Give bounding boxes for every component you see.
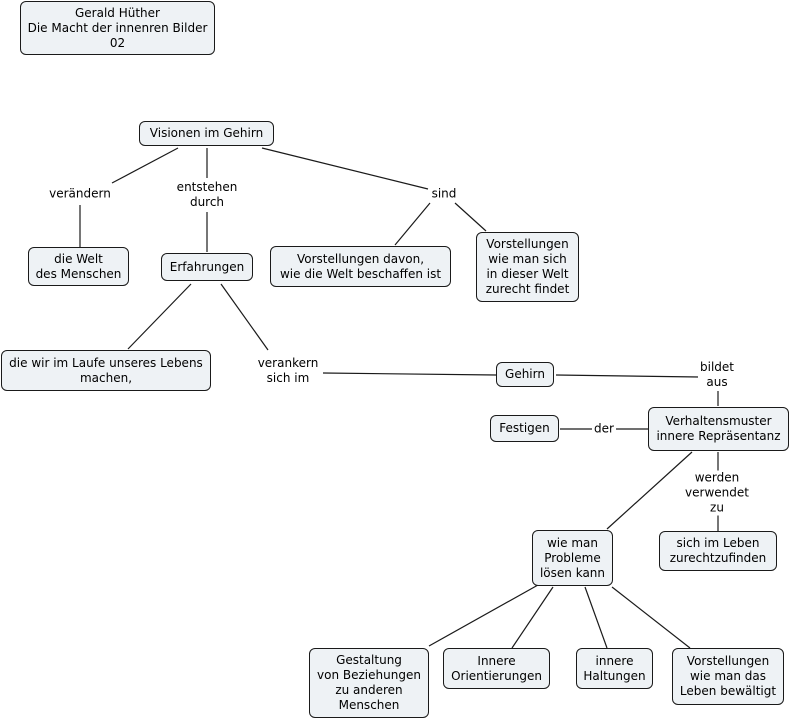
node-verhaltensmuster: Verhaltensmuster innere Repräsentanz bbox=[648, 407, 789, 451]
line-verankern-gehirn bbox=[322, 372, 497, 376]
line-sind-vorstellungen-welt bbox=[394, 202, 431, 246]
node-innere-orientierungen: Innere Orientierungen bbox=[443, 648, 550, 689]
node-festigen: Festigen bbox=[490, 415, 559, 442]
link-label-werden-verwendet: werden verwendet zu bbox=[680, 470, 754, 516]
line-sind-vorstellungen-zurecht bbox=[454, 202, 487, 232]
line-gehirn-bildet bbox=[555, 374, 700, 378]
link-label-veraendern: verändern bbox=[47, 186, 113, 202]
node-erfahrungen: Erfahrungen bbox=[161, 253, 253, 281]
map-title-node: Gerald Hüther Die Macht der innenren Bil… bbox=[20, 1, 215, 55]
node-vorstellungen-zurecht: Vorstellungen wie man sich in dieser Wel… bbox=[476, 232, 579, 302]
node-gestaltung-beziehungen: Gestaltung von Beziehungen zu anderen Me… bbox=[309, 648, 429, 718]
link-label-der: der bbox=[592, 421, 616, 437]
node-probleme-loesen: wie man Probleme lösen kann bbox=[532, 530, 613, 586]
line-probleme-gestaltung bbox=[428, 584, 539, 647]
node-innere-haltungen: innere Haltungen bbox=[576, 648, 653, 689]
node-zurechtzufinden: sich im Leben zurechtzufinden bbox=[659, 531, 777, 571]
line-probleme-orientierungen bbox=[511, 586, 554, 649]
line-erfahrungen-lebens bbox=[127, 283, 192, 350]
line-verhaltensmuster-probleme bbox=[606, 451, 693, 530]
link-label-entstehen-durch: entstehen durch bbox=[174, 180, 240, 210]
line-probleme-haltungen bbox=[584, 586, 608, 649]
node-visionen-im-gehirn: Visionen im Gehirn bbox=[139, 121, 274, 146]
line-visionen-veraendern bbox=[111, 147, 179, 184]
node-die-welt: die Welt des Menschen bbox=[28, 247, 129, 286]
line-probleme-leben bbox=[611, 586, 691, 649]
link-label-bildet-aus: bildet aus bbox=[698, 360, 736, 390]
link-label-sind: sind bbox=[429, 186, 459, 202]
node-leben-bewaeltigt: Vorstellungen wie man das Leben bewältig… bbox=[672, 648, 784, 705]
node-lebens-erfahrungen: die wir im Laufe unseres Lebens machen, bbox=[1, 350, 211, 391]
line-visionen-sind bbox=[261, 147, 429, 190]
link-label-verankern: verankern sich im bbox=[255, 356, 321, 386]
node-vorstellungen-welt: Vorstellungen davon, wie die Welt bescha… bbox=[270, 246, 451, 287]
line-erfahrungen-verankern bbox=[220, 283, 269, 351]
node-gehirn: Gehirn bbox=[496, 362, 554, 387]
